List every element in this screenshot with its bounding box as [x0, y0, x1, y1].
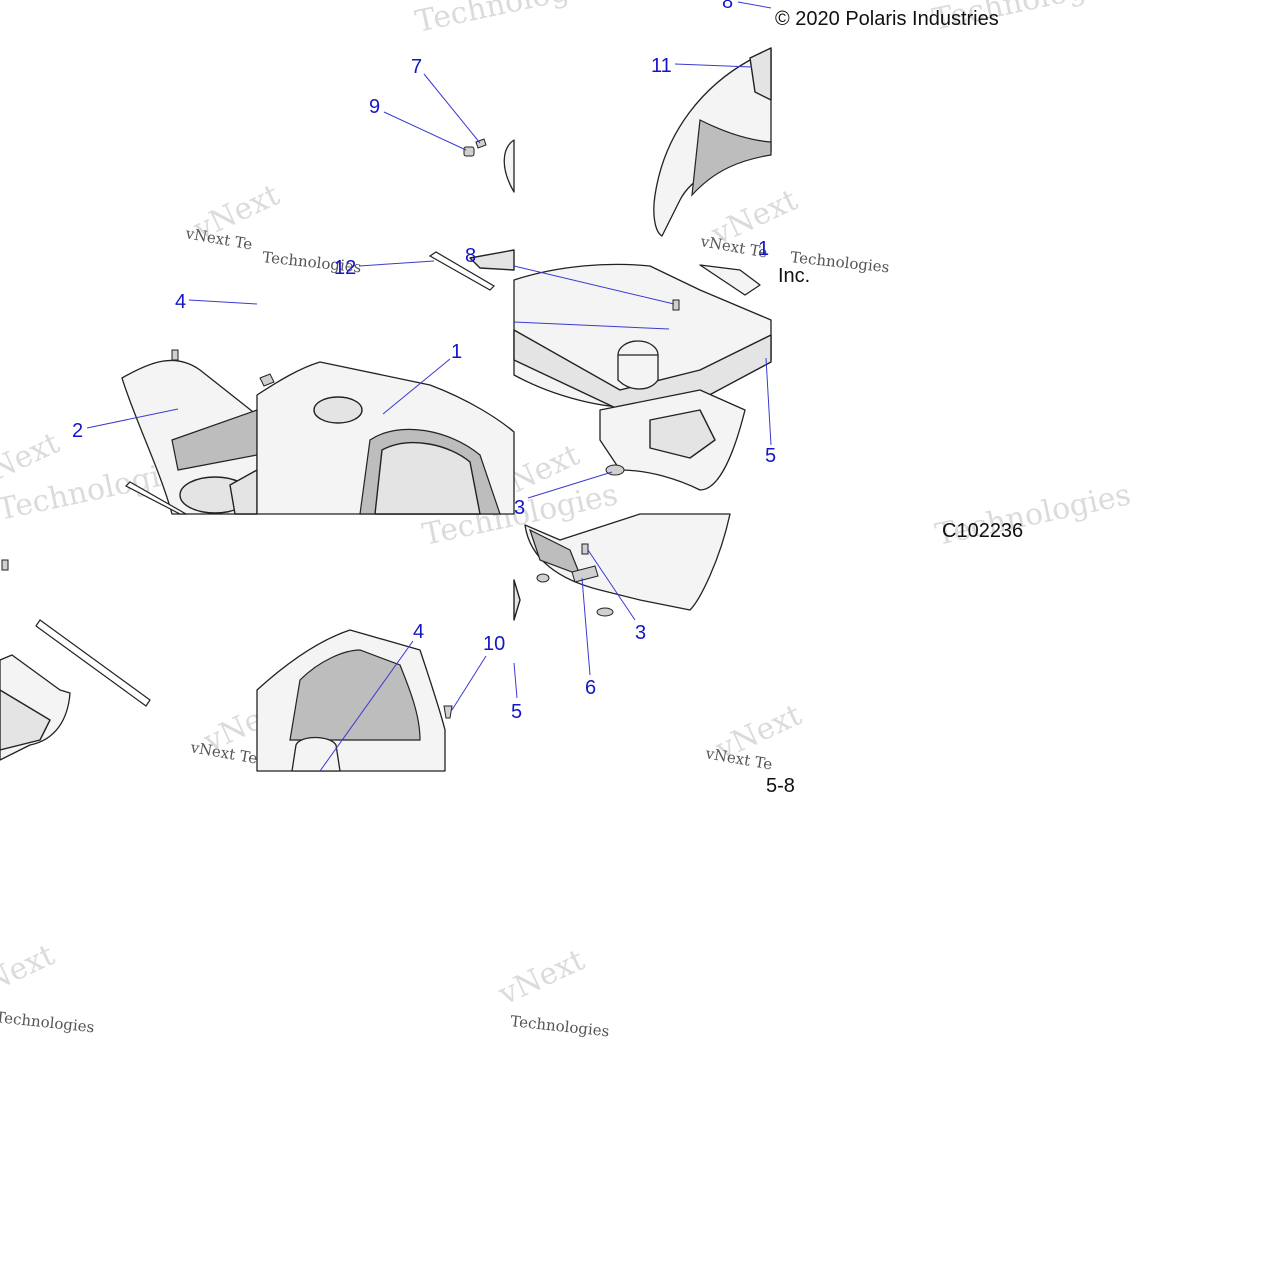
leader-3a [527, 471, 613, 499]
body-1-well-inner [374, 442, 481, 515]
callout-5: 5 [765, 445, 776, 467]
watermark-text: Technologies [510, 1012, 611, 1040]
rail-rod-top [428, 251, 495, 291]
leader-tray-b [513, 321, 670, 330]
drawing-layer [0, 47, 772, 772]
leader-5a [765, 357, 772, 446]
corner-piece [469, 249, 515, 271]
bolt-left [171, 349, 179, 361]
leader-7 [423, 73, 481, 144]
callout-labels: 7 9 8 11 12 8 4 1 2 5 3 4 10 5 3 6 1 [72, 0, 776, 723]
leader-9 [383, 111, 467, 151]
tray-support-cutout [649, 409, 716, 459]
watermark-text: vNext [0, 938, 60, 1008]
leader-10 [451, 655, 487, 711]
diagram-id: C102236 [942, 520, 1023, 542]
lower-rail [35, 619, 151, 707]
callout-3: 3 [514, 497, 525, 519]
tray-bracket [699, 264, 761, 296]
fastener-10 [443, 705, 453, 719]
bin-inner [289, 649, 421, 741]
fender-shading [691, 119, 772, 197]
callout-4: 4 [413, 621, 424, 643]
leader-lines [86, 1, 772, 772]
fastener-9 [463, 146, 475, 157]
leader-tray-a [513, 265, 675, 305]
grommet [259, 373, 275, 387]
callout-10: 10 [483, 633, 505, 655]
callout-3: 3 [635, 622, 646, 644]
callout-11: 11 [651, 55, 672, 77]
rail-rod [124, 481, 189, 515]
tray-bolt [672, 299, 680, 311]
callout-9: 9 [369, 96, 380, 118]
bin-post [291, 736, 341, 772]
watermark-text: Technologies [412, 0, 613, 40]
leader-1 [382, 358, 451, 415]
bracket-hole [536, 573, 550, 583]
watermark-text: Technologies [0, 1008, 95, 1036]
tray-cap-body [617, 354, 659, 390]
document-meta: © 2020 Polaris Industries Inc. C102236 5… [766, 8, 1023, 797]
leader-2 [86, 408, 179, 429]
callout-7: 7 [411, 56, 422, 78]
callout-2: 2 [72, 420, 83, 442]
watermark-text: vNext [493, 943, 590, 1013]
edge-piece [513, 579, 521, 621]
callout-8: 8 [465, 245, 476, 267]
callout-1: 1 [758, 238, 769, 260]
body-1-round-port [313, 396, 363, 424]
leader-5b [513, 662, 518, 699]
leader-4b [319, 640, 414, 772]
leader-6 [581, 577, 591, 676]
bracket-hole [596, 607, 614, 617]
callout-4: 4 [175, 291, 186, 313]
callout-8: 8 [722, 0, 733, 13]
callout-6: 6 [585, 677, 596, 699]
callout-1: 1 [451, 341, 462, 363]
hood-edge [503, 139, 515, 193]
bracket-bolt [581, 543, 589, 555]
leader-11 [674, 63, 753, 68]
callout-12: 12 [334, 257, 356, 279]
leader-12 [358, 260, 435, 267]
fender-top-flange [749, 47, 772, 101]
leader-3b [587, 549, 636, 621]
leader-8a [737, 1, 772, 9]
leader-4a [188, 299, 258, 305]
lower-bolt [1, 559, 9, 571]
callout-5: 5 [511, 701, 522, 723]
page-ref: 5-8 [766, 775, 795, 797]
lower-panel-edge-lip [0, 689, 51, 751]
bracket-plate [571, 565, 599, 583]
copyright-notice: © 2020 Polaris Industries [775, 8, 999, 30]
copyright-tail: Inc. [778, 265, 810, 287]
